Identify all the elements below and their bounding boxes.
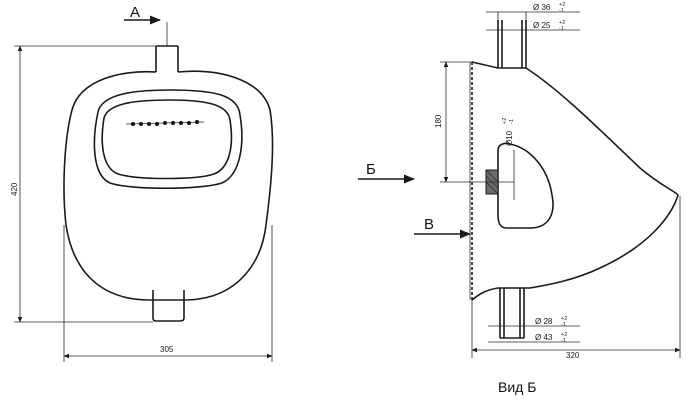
dim-180: 180: [434, 61, 514, 183]
section-marker-a: А: [124, 4, 168, 46]
side-top-pipe: [497, 20, 527, 68]
front-outer-body: [63, 70, 274, 301]
bottom-outer-tol-lower: -1: [561, 338, 566, 344]
side-outer-profile: [471, 61, 679, 301]
view-arrow-b: Б: [358, 161, 416, 184]
view-caption: Вид Б: [498, 379, 536, 395]
hole-dia-tol-lower: -1: [509, 119, 515, 124]
section-marker-label: А: [130, 4, 140, 21]
width-dimension: 305: [63, 225, 273, 362]
top-inner-tol-upper: +2: [559, 20, 565, 26]
bottom-inner-tol-lower: -1: [561, 322, 566, 328]
dim-180-label: 180: [434, 114, 443, 128]
dim-bottom-inner: Ø 28 +2 -1: [488, 316, 580, 328]
depth-dim-label: 320: [566, 351, 580, 360]
dim-depth: 320: [471, 196, 681, 360]
svg-text:Ø10: Ø10: [505, 130, 514, 146]
front-view: А 420 305: [10, 4, 274, 362]
front-bottom-outlet: [152, 290, 185, 322]
top-outer-tol-upper: +2: [559, 2, 565, 8]
top-outer-tol-lower: -1: [559, 8, 564, 14]
top-inner-tol-lower: -1: [559, 26, 564, 32]
width-dim-label: 305: [160, 345, 174, 354]
view-arrow-v: В: [414, 216, 472, 239]
front-bowl-rim: [93, 89, 243, 190]
dim-bottom-outer: Ø 43 +2 -1: [488, 332, 580, 344]
dim-top-inner: Ø 25 +2 -1: [486, 20, 580, 32]
height-dim-label: 420: [10, 182, 19, 196]
bottom-inner-tol-upper: +2: [561, 316, 567, 322]
height-dimension: 420: [10, 45, 156, 323]
front-top-pipe: [155, 45, 179, 72]
bottom-outer-dia-label: Ø 43: [535, 333, 553, 342]
hole-dia-label: Ø10: [505, 130, 514, 146]
arrow-v-label: В: [424, 216, 434, 233]
bottom-outer-tol-upper: +2: [561, 332, 567, 338]
hole-dia-tol-upper: +2: [502, 118, 508, 124]
side-bottom-pipe: [499, 288, 525, 339]
dim-hole-dia: Ø10 +2 -1: [502, 118, 515, 200]
side-inner-profile: [497, 142, 554, 229]
bottom-inner-dia-label: Ø 28: [535, 317, 553, 326]
side-view: Б В 180 Ø10 +2 -1 Ø 36: [358, 2, 681, 395]
front-bowl-inner: [101, 99, 233, 180]
dim-top-outer: Ø 36 +2 -1: [486, 2, 580, 20]
arrow-b-label: Б: [366, 161, 376, 178]
top-inner-dia-label: Ø 25: [533, 21, 551, 30]
spray-holes: [125, 120, 205, 126]
top-outer-dia-label: Ø 36: [533, 3, 551, 12]
